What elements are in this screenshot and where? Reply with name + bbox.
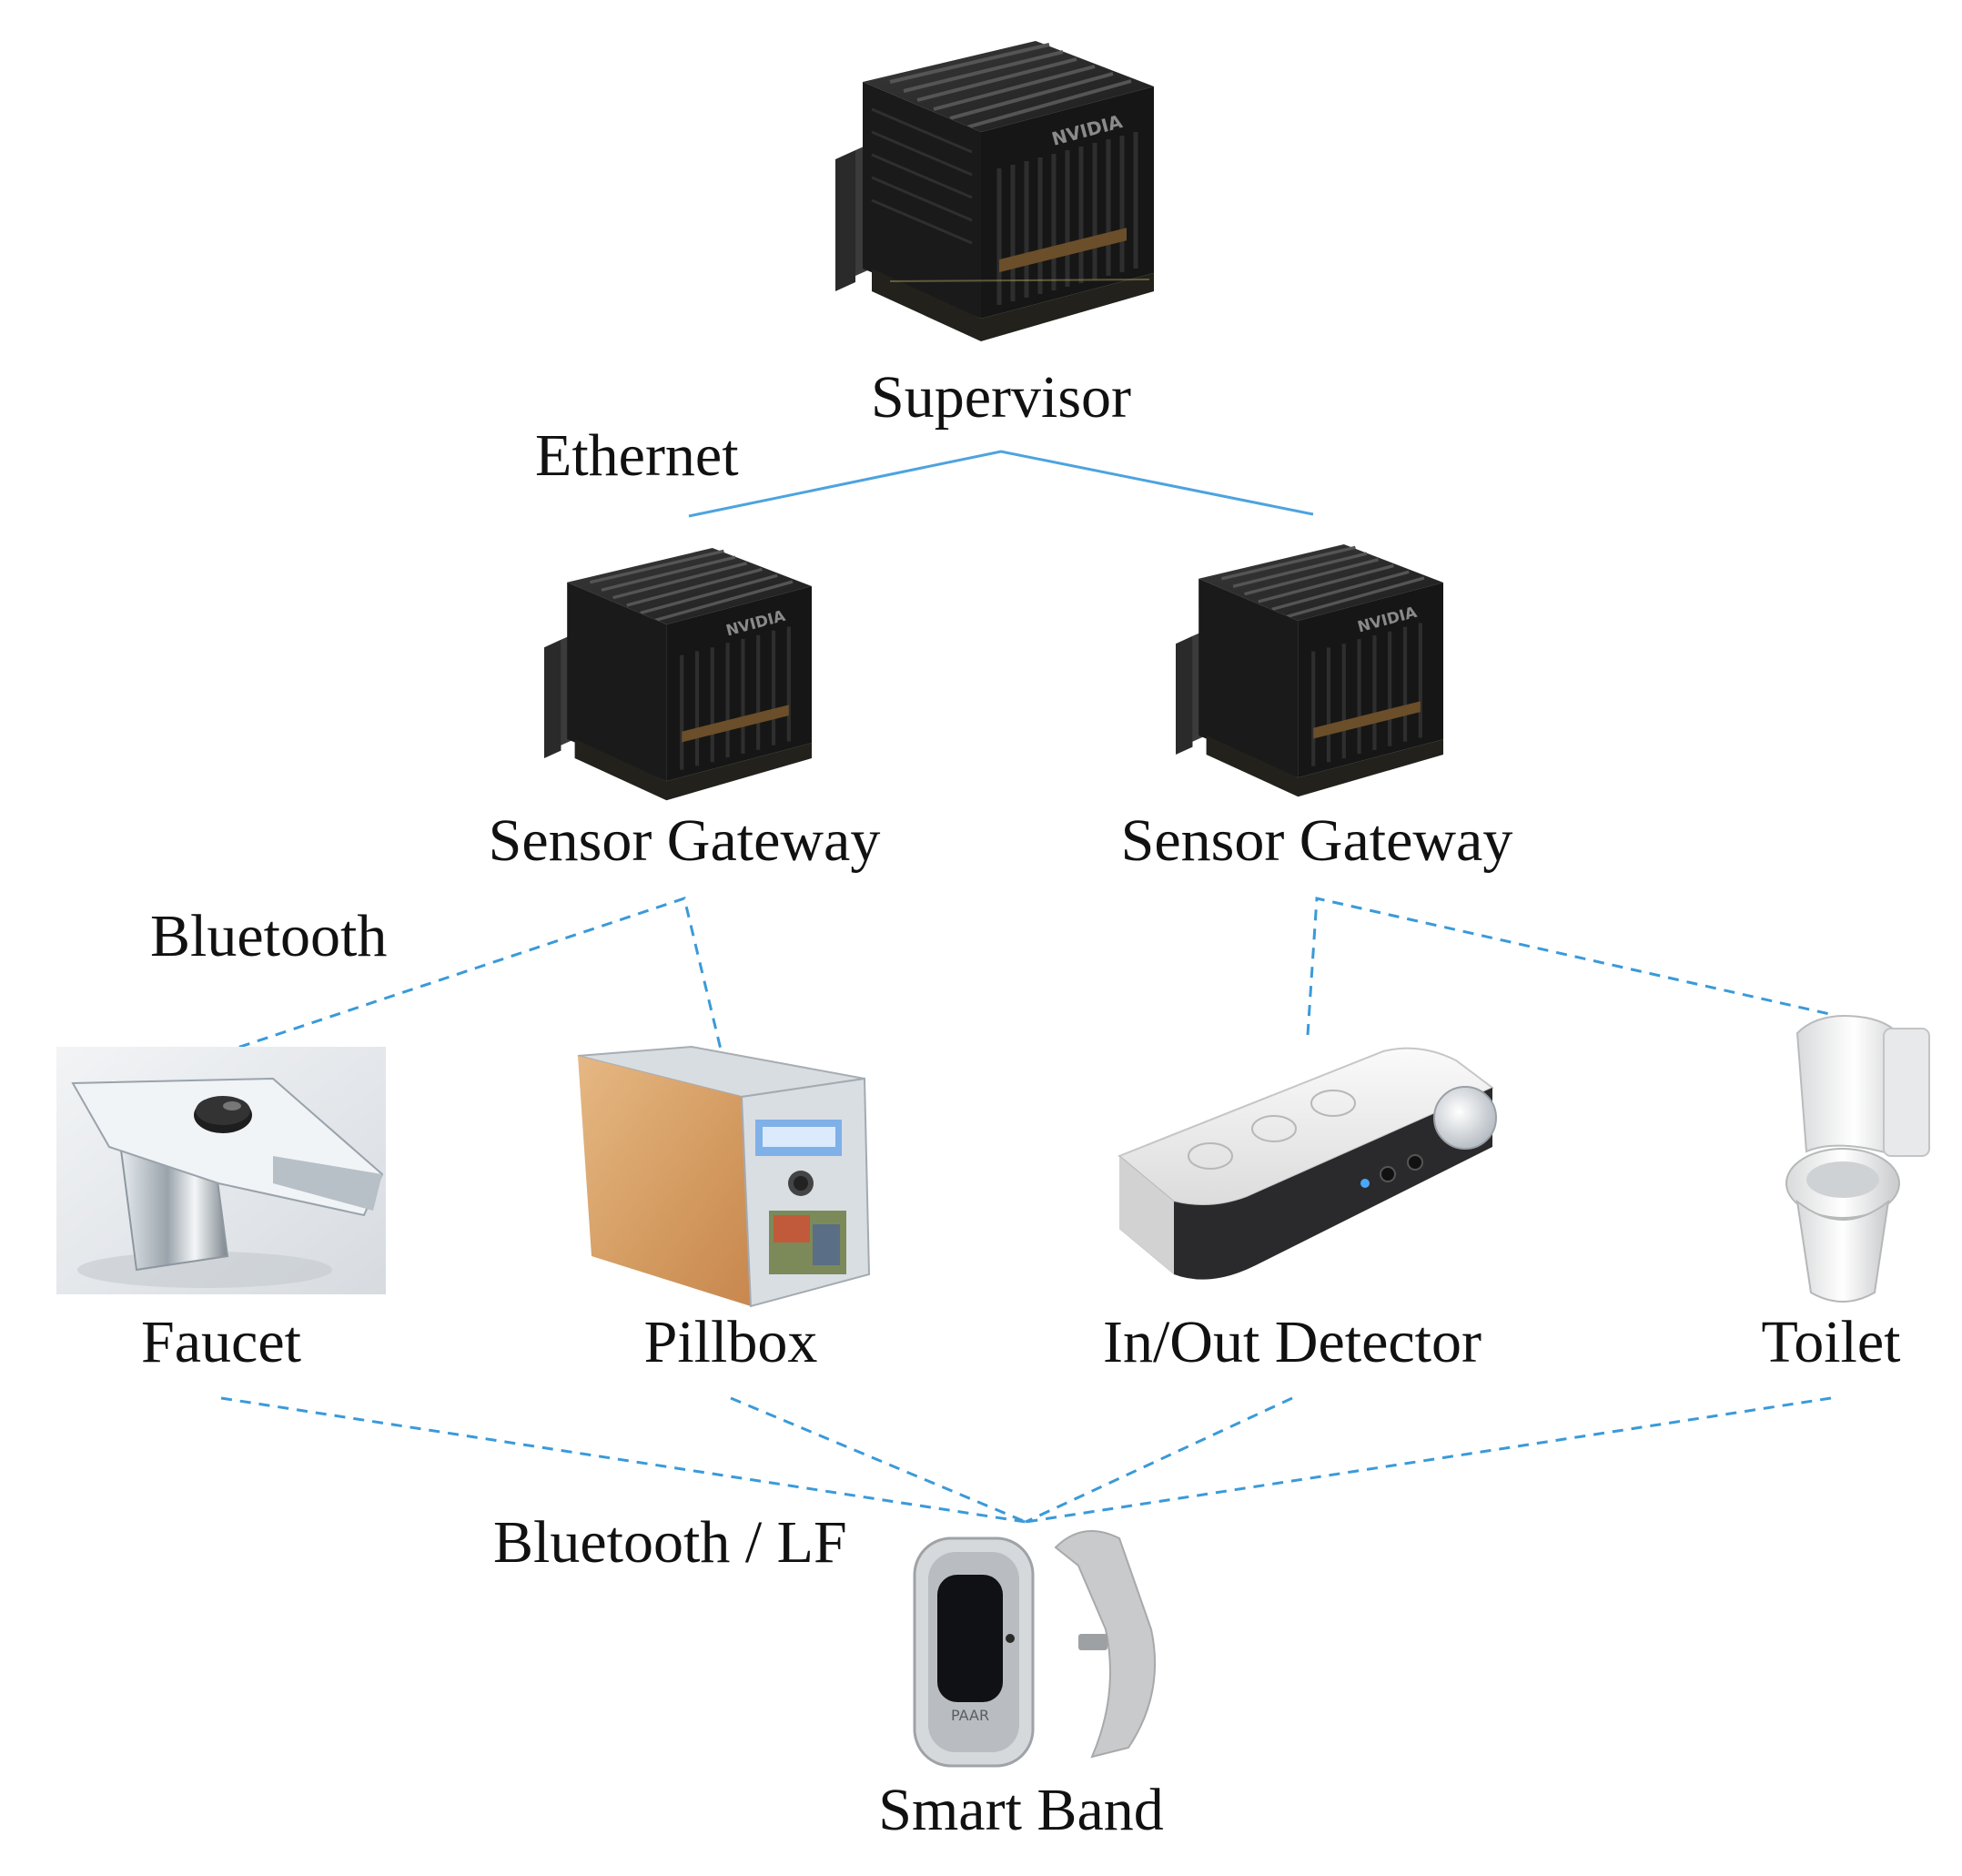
faucet-label: Faucet [141, 1309, 301, 1375]
ethernet-label: Ethernet [535, 422, 739, 489]
inout-detector-image [1118, 1047, 1497, 1280]
supervisor-module-image: NVIDIA [835, 41, 1154, 341]
pillbox-label: Pillbox [644, 1309, 818, 1375]
smart-band-screen-text: PAAR [951, 1707, 989, 1724]
pillbox-image [577, 1045, 871, 1308]
bluetooth-lf-link-detector [1025, 1396, 1293, 1524]
supervisor-label: Supervisor [871, 364, 1131, 431]
toilet-label: Toilet [1761, 1309, 1900, 1375]
connections [220, 450, 1835, 1524]
bluetooth-link-detector-toilet [1306, 897, 1835, 1036]
inout-detector-label: In/Out Detector [1103, 1309, 1482, 1375]
smart-band-label: Smart Band [878, 1777, 1163, 1843]
ethernet-link [688, 450, 1314, 518]
left-gateway-label: Sensor Gateway [489, 807, 881, 874]
faucet-image [56, 1047, 386, 1294]
bluetooth-lf-label: Bluetooth / LF [493, 1509, 847, 1576]
bluetooth-label: Bluetooth [150, 903, 387, 969]
smart-band-image: PAAR [913, 1530, 1157, 1768]
bluetooth-lf-link-pillbox [730, 1396, 1027, 1524]
bluetooth-lf-link-faucet [220, 1396, 1027, 1524]
right-gateway-module-image: NVIDIA [1176, 544, 1443, 797]
bluetooth-lf-link-toilet [1025, 1396, 1832, 1524]
left-gateway-module-image: NVIDIA [544, 548, 812, 801]
bluetooth-link-faucet-pillbox [220, 897, 723, 1055]
right-gateway-label: Sensor Gateway [1121, 807, 1513, 874]
toilet-image [1785, 1015, 1930, 1303]
